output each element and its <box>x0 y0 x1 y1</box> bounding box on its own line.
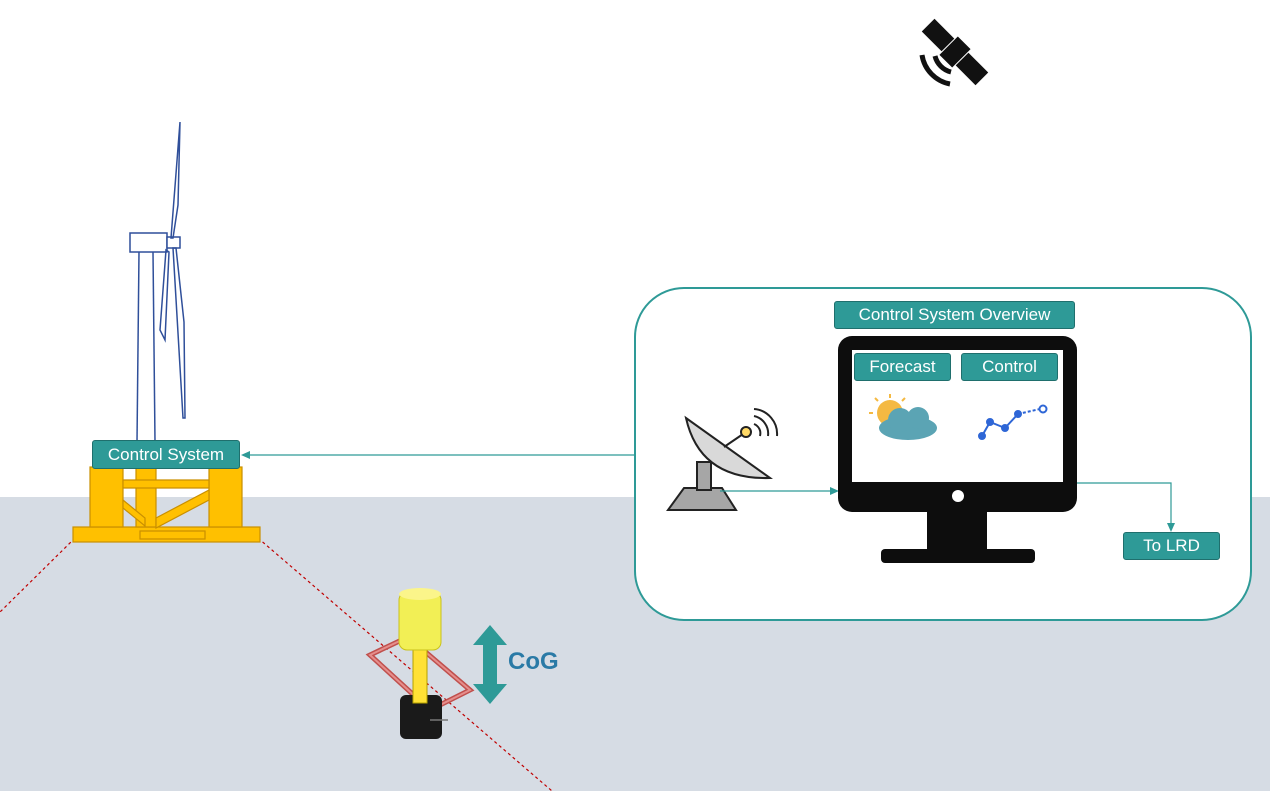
arrowhead-control <box>241 451 250 459</box>
control-system-label: Control System <box>92 440 240 469</box>
control-label: Control <box>961 353 1058 381</box>
damper-device-icon <box>365 588 475 739</box>
overview-title: Control System Overview <box>834 301 1075 329</box>
control-system-overview-panel <box>634 287 1252 621</box>
forecast-label: Forecast <box>854 353 951 381</box>
floating-platform-icon <box>72 466 261 543</box>
cog-label: CoG <box>508 648 559 675</box>
mooring-line-left <box>0 537 76 613</box>
mooring-line-right <box>257 537 553 791</box>
double-arrow-icon <box>473 625 507 704</box>
wind-turbine-icon <box>129 121 186 443</box>
satellite-icon <box>919 18 989 87</box>
to-lrd-label: To LRD <box>1123 532 1220 560</box>
